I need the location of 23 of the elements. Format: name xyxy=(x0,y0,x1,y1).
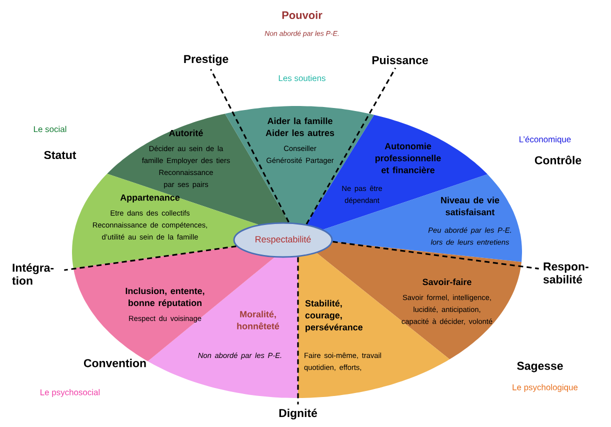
category-label: L’économique xyxy=(520,136,571,144)
category-label: Le social xyxy=(34,126,66,132)
category-label: Le psychologique xyxy=(512,384,578,392)
axis-label: Sagesse xyxy=(517,362,563,372)
heading: Pouvoir xyxy=(282,10,322,20)
connector-line xyxy=(306,68,396,224)
axis-label: Intégra-tion xyxy=(12,263,54,285)
axis-label: Contrôle xyxy=(534,156,582,164)
axis-label: Statut xyxy=(44,150,76,160)
sector-heading: Stabilité, courage, persévérance xyxy=(305,300,363,332)
axis-label: Convention xyxy=(84,358,146,368)
sector-heading: Moralité, honnêteté xyxy=(237,310,280,330)
axis-label: Puissance xyxy=(372,56,428,64)
axis-label: Respon-sabilité xyxy=(543,262,588,284)
sector-heading: Niveau de vie satisfaisant xyxy=(441,196,500,216)
category-label: Les soutiens xyxy=(278,74,326,82)
category-label: Le psychosocial xyxy=(40,389,100,397)
connector-line xyxy=(210,68,290,222)
axis-label: Dignité xyxy=(279,408,318,420)
connector-line xyxy=(332,240,539,270)
sector-heading: Autonomie professionnelle et financière xyxy=(375,142,441,174)
connector-line xyxy=(297,257,299,404)
axis-label: Prestige xyxy=(184,54,228,66)
